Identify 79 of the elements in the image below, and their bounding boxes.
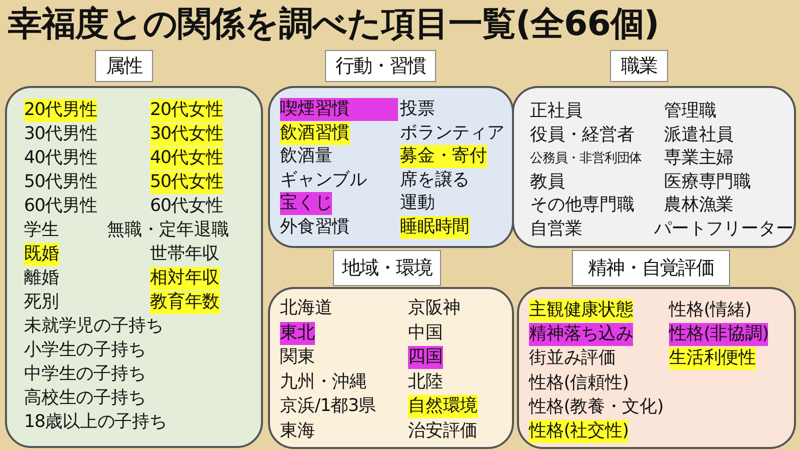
item-label: 教育年数 xyxy=(150,291,220,314)
item-label: 性格(非協調) xyxy=(669,323,768,346)
item-label: 外食習慣 xyxy=(280,216,350,239)
item-label: 正社員 xyxy=(530,100,582,123)
item-label: 高校生の子持ち xyxy=(24,387,146,410)
item-label: 喫煙習慣 xyxy=(280,98,398,121)
item-label: ボランティア xyxy=(400,122,504,145)
item-label: 北陸 xyxy=(408,371,443,394)
item-label: 性格(信頼性) xyxy=(529,372,628,395)
item-label: 学生 xyxy=(24,219,59,242)
item-label: 40代男性 xyxy=(24,147,98,170)
item-label: 30代女性 xyxy=(150,123,224,146)
category-heading: 精神・自覚評価 xyxy=(572,250,730,286)
item-label: 投票 xyxy=(400,98,435,121)
category-heading: 属性 xyxy=(95,50,153,82)
item-label: 街並み評価 xyxy=(529,347,616,370)
item-label: 相対年収 xyxy=(150,267,220,290)
item-label: 生活利便性 xyxy=(669,347,756,370)
item-label: 無職・定年退職 xyxy=(107,219,229,242)
item-label: 小学生の子持ち xyxy=(24,339,146,362)
item-label: 中学生の子持ち xyxy=(24,363,146,386)
item-label: 京浜/1都3県 xyxy=(280,395,376,418)
item-label: 管理職 xyxy=(664,100,716,123)
item-label: 席を譲る xyxy=(400,169,470,192)
item-label: 農林漁業 xyxy=(664,194,734,217)
item-label: 50代男性 xyxy=(24,171,98,194)
item-label: 60代男性 xyxy=(24,195,98,218)
item-label: 教員 xyxy=(530,171,565,194)
item-label: 募金・寄付 xyxy=(400,145,488,168)
category-panel xyxy=(268,86,514,248)
item-label: 性格(教養・文化) xyxy=(529,396,664,419)
item-label: 自営業 xyxy=(530,218,582,241)
item-label: 京阪神 xyxy=(408,297,460,320)
item-label: 睡眠時間 xyxy=(400,216,470,239)
category-panel xyxy=(512,86,796,248)
item-label: 治安評価 xyxy=(408,420,478,443)
item-label: 精神落ち込み xyxy=(529,323,634,346)
category-heading: 地域・環境 xyxy=(333,250,441,286)
item-label: 性格(情緒) xyxy=(669,299,752,322)
item-label: 自然環境 xyxy=(408,395,478,418)
item-label: 医療専門職 xyxy=(664,171,752,194)
item-label: 関東 xyxy=(280,346,315,369)
item-label: 飲酒量 xyxy=(280,145,332,168)
item-label: その他専門職 xyxy=(530,194,634,217)
item-label: 未就学児の子持ち xyxy=(24,315,164,338)
item-label: 50代女性 xyxy=(150,171,224,194)
item-label: 中国 xyxy=(408,322,443,345)
item-label: 九州・沖縄 xyxy=(280,371,368,394)
category-panel xyxy=(268,287,514,449)
item-label: 役員・経営者 xyxy=(530,124,634,147)
item-label: 東海 xyxy=(280,420,315,443)
item-label: ギャンブル xyxy=(280,169,368,192)
item-label: 既婚 xyxy=(24,243,59,266)
item-label: 宝くじ xyxy=(280,192,332,215)
item-label: 20代女性 xyxy=(150,99,224,122)
item-label: 30代男性 xyxy=(24,123,98,146)
item-label: 四国 xyxy=(408,346,443,369)
item-label: 60代女性 xyxy=(150,195,224,218)
item-label: 飲酒習慣 xyxy=(280,122,350,145)
item-label: 離婚 xyxy=(24,267,59,290)
item-label: 40代女性 xyxy=(150,147,224,170)
item-label: 性格(社交性) xyxy=(529,420,628,443)
item-label: 18歳以上の子持ち xyxy=(24,411,167,434)
category-heading: 行動・習慣 xyxy=(325,50,436,82)
item-label: 専業主婦 xyxy=(664,147,734,170)
item-label: 世帯年収 xyxy=(150,243,220,266)
category-panel xyxy=(5,86,263,448)
item-label: パートフリーター xyxy=(654,218,794,241)
category-panel xyxy=(517,287,796,449)
item-label: 公務員・非営利団体 xyxy=(530,150,642,168)
item-label: 20代男性 xyxy=(24,99,98,122)
item-label: 主観健康状態 xyxy=(529,299,634,322)
category-heading: 職業 xyxy=(610,50,668,82)
item-label: 死別 xyxy=(24,291,59,314)
title: 幸福度との関係を調べた項目一覧(全66個) xyxy=(8,4,659,44)
item-label: 派遣社員 xyxy=(664,124,734,147)
item-label: 北海道 xyxy=(280,297,332,320)
item-label: 東北 xyxy=(280,322,315,345)
item-label: 運動 xyxy=(400,192,435,215)
